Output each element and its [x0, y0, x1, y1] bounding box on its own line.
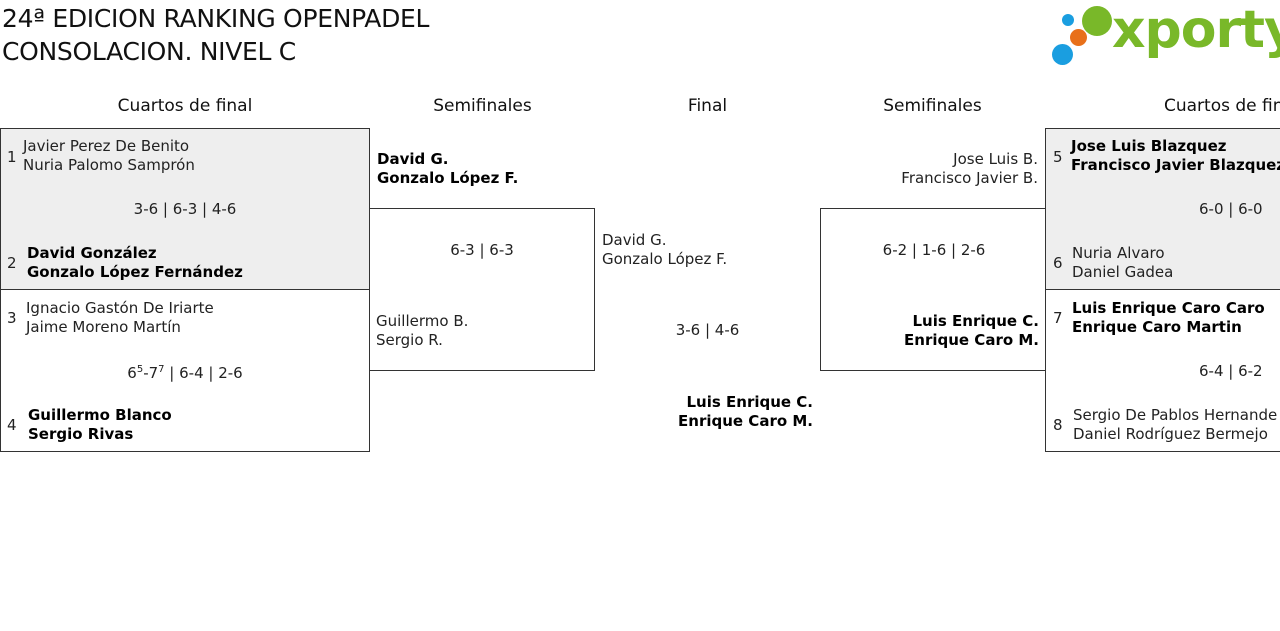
final-score: 3-6 | 4-6: [675, 321, 740, 339]
match-score: 3-6 | 6-3 | 4-6: [133, 200, 237, 218]
player-name: Jose Luis Blazquez: [1071, 137, 1227, 155]
team-pair-winner[interactable]: Luis Enrique Caro Caro Enrique Caro Mart…: [1072, 299, 1265, 337]
player-name: Gonzalo López F.: [602, 250, 728, 268]
player-name: Jose Luis B.: [953, 150, 1038, 168]
team-pair[interactable]: Ignacio Gastón De Iriarte Jaime Moreno M…: [26, 299, 214, 337]
team-pair[interactable]: Javier Perez De Benito Nuria Palomo Samp…: [23, 137, 195, 175]
right-qf-match-1[interactable]: 5 Jose Luis Blazquez Francisco Javier Bl…: [1045, 128, 1280, 290]
final-left-team[interactable]: David G. Gonzalo López F.: [602, 231, 727, 269]
score-tiebreak-b: 7: [158, 364, 165, 375]
player-name: Sergio De Pablos Hernande: [1073, 406, 1278, 424]
team-pair[interactable]: Nuria Alvaro Daniel Gadea: [1072, 244, 1173, 282]
team-pair-winner[interactable]: Jose Luis Blazquez Francisco Javier Blaz…: [1071, 137, 1280, 175]
right-sf-match[interactable]: 6-2 | 1-6 | 2-6 Luis Enrique C. Enrique …: [820, 208, 1046, 371]
player-name: Daniel Gadea: [1072, 263, 1174, 281]
player-name: Ignacio Gastón De Iriarte: [26, 299, 214, 317]
seed-number: 7: [1053, 309, 1063, 327]
player-name: Nuria Alvaro: [1072, 244, 1165, 262]
right-qf-match-2[interactable]: 7 Luis Enrique Caro Caro Enrique Caro Ma…: [1045, 289, 1280, 452]
seed-number: 3: [7, 309, 17, 327]
left-qf-match-1[interactable]: 1 Javier Perez De Benito Nuria Palomo Sa…: [0, 128, 370, 290]
player-name: Guillermo B.: [376, 312, 469, 330]
player-name: David G.: [377, 150, 449, 168]
logo-dot-blue-small: [1062, 14, 1074, 26]
xporty-logo: xporty: [1050, 0, 1280, 68]
page-title: 24ª EDICION RANKING OPENPADEL CONSOLACIO…: [2, 2, 429, 68]
team-pair-winner[interactable]: Guillermo Blanco Sergio Rivas: [28, 406, 172, 444]
match-score: 6-2 | 1-6 | 2-6: [882, 241, 986, 259]
score-tiebreak-a: 5: [136, 364, 144, 375]
player-name: Javier Perez De Benito: [23, 137, 190, 155]
round-header-right-qf: Cuartos de fin: [1164, 96, 1280, 116]
round-header-left-sf: Semifinales: [433, 96, 532, 116]
match-score: 6-3 | 6-3: [450, 241, 514, 259]
player-name: Guillermo Blanco: [28, 406, 172, 424]
seed-number: 1: [7, 148, 17, 166]
player-name: Enrique Caro M.: [904, 331, 1039, 349]
right-sf-winner-team[interactable]: Luis Enrique C. Enrique Caro M.: [821, 312, 1039, 350]
score-set1-a: 6: [127, 364, 137, 382]
logo-dot-orange: [1070, 29, 1087, 46]
player-name: Daniel Rodríguez Bermejo: [1073, 425, 1268, 443]
logo-text: xporty: [1112, 0, 1280, 60]
round-header-right-sf: Semifinales: [883, 96, 982, 116]
round-header-left-qf: Cuartos de final: [117, 96, 253, 116]
logo-dot-green: [1082, 6, 1112, 36]
player-name: Gonzalo López F.: [377, 169, 519, 187]
left-sf-bottom-team[interactable]: Guillermo B. Sergio R.: [376, 312, 468, 350]
player-name: Francisco Javier B.: [901, 169, 1038, 187]
player-name: Nuria Palomo Samprón: [23, 156, 195, 174]
left-sf-top-team[interactable]: David G. Gonzalo López F.: [377, 150, 518, 188]
player-name: Luis Enrique Caro Caro: [1072, 299, 1265, 317]
player-name: Gonzalo López Fernández: [27, 263, 243, 281]
score-dash: -: [143, 364, 149, 382]
left-sf-match[interactable]: 6-3 | 6-3 Guillermo B. Sergio R.: [369, 208, 595, 371]
round-header-final: Final: [687, 96, 728, 116]
player-name: Francisco Javier Blazquez: [1071, 156, 1280, 174]
final-winner-team[interactable]: Luis Enrique C. Enrique Caro M.: [595, 393, 813, 431]
player-name: Luis Enrique C.: [912, 312, 1039, 330]
match-score: 6-4 | 6-2: [1199, 362, 1263, 380]
player-name: Jaime Moreno Martín: [26, 318, 181, 336]
seed-number: 2: [7, 254, 17, 272]
player-name: David G.: [602, 231, 667, 249]
player-name: Sergio Rivas: [28, 425, 134, 443]
seed-number: 6: [1053, 254, 1063, 272]
team-pair[interactable]: Sergio De Pablos Hernande Daniel Rodrígu…: [1073, 406, 1277, 444]
player-name: Luis Enrique C.: [686, 393, 813, 411]
player-name: Enrique Caro M.: [678, 412, 813, 430]
player-name: Enrique Caro Martin: [1072, 318, 1242, 336]
score-set1-b: 7: [148, 364, 159, 382]
title-line-2: CONSOLACION. NIVEL C: [2, 37, 296, 66]
right-sf-top-team[interactable]: Jose Luis B. Francisco Javier B.: [820, 150, 1038, 188]
logo-dot-blue-large: [1052, 44, 1073, 65]
match-score: 65-77 | 6-4 | 2-6: [1, 364, 369, 382]
team-pair-winner[interactable]: David González Gonzalo López Fernández: [27, 244, 243, 282]
left-qf-match-2[interactable]: 3 Ignacio Gastón De Iriarte Jaime Moreno…: [0, 289, 370, 452]
player-name: David González: [27, 244, 157, 262]
seed-number: 8: [1053, 416, 1063, 434]
seed-number: 5: [1053, 148, 1063, 166]
seed-number: 4: [7, 416, 17, 434]
player-name: Sergio R.: [376, 331, 443, 349]
match-score: 6-0 | 6-0: [1199, 200, 1263, 218]
title-line-1: 24ª EDICION RANKING OPENPADEL: [2, 4, 430, 33]
score-rest: | 6-4 | 2-6: [164, 364, 243, 382]
